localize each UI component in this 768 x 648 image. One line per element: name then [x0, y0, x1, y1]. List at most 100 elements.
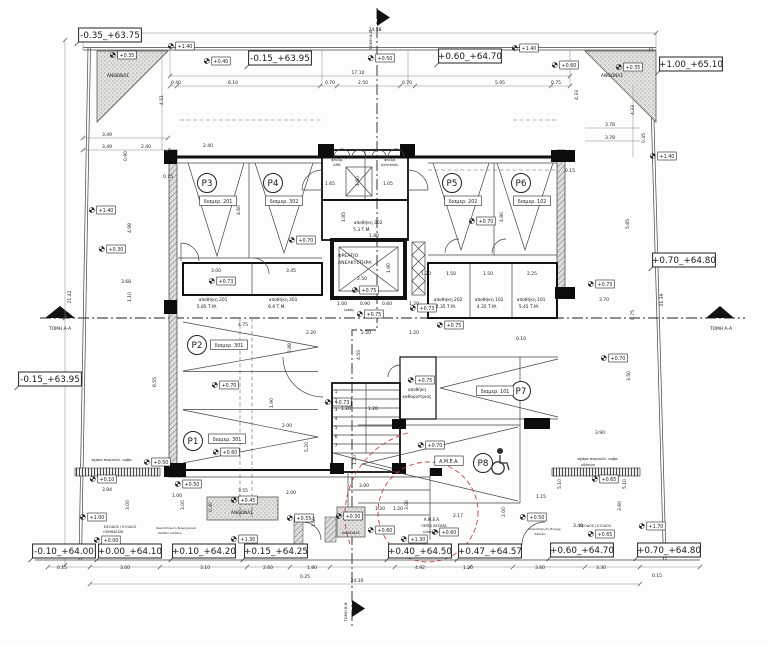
svg-text:-0.15_+63.95: -0.15_+63.95: [250, 54, 310, 64]
dimension-text: 1.85: [341, 212, 347, 222]
dim-tick: [62, 562, 68, 568]
svg-text:+0.10: +0.10: [100, 477, 115, 483]
level-label: +0.73: [208, 276, 236, 286]
benchmark-icon: [409, 305, 416, 311]
dimension-text: 0.40: [171, 80, 181, 86]
dimension-text: 4.98: [127, 223, 133, 233]
dim-tick: [567, 73, 573, 79]
benchmark-icon: [211, 382, 218, 388]
dim-tick: [87, 581, 93, 587]
level-label: +0.70: [600, 353, 628, 363]
dimension-text: 0.60: [382, 301, 392, 307]
svg-text:διαμερ. 302: διαμερ. 302: [270, 199, 299, 205]
parking-space-label: P8: [473, 453, 493, 473]
dimension-text: 1.00: [172, 493, 182, 499]
dimension-text: 5.95: [495, 80, 505, 86]
dimension-text: 3.49: [102, 144, 112, 150]
benchmark-icon: [417, 442, 424, 448]
svg-text:+0.00: +0.00: [104, 538, 119, 544]
benchmark-icon: [167, 43, 174, 49]
benchmark-icon: [615, 64, 622, 70]
elevation-label: +0.40_+64.50: [384, 543, 452, 563]
elevation-label: +0.70_+64.80: [633, 542, 701, 562]
dimension-text: 6.55: [152, 377, 158, 387]
dim-tick: [167, 83, 173, 89]
apartment-label: Α.Μ.Ε.Α.: [434, 455, 464, 466]
annotations: -0.35_+63.75 -0.15_+63.95 +0.60_+64.70 +1.0…: [14, 27, 732, 623]
dimension-text: 0.25: [300, 574, 310, 580]
building-walls: [168, 149, 570, 540]
svg-text:+0.35: +0.35: [626, 65, 641, 71]
note-text: ΑΝΘΩΝΑΣ: [231, 510, 253, 516]
svg-text:+0.70: +0.70: [222, 383, 237, 389]
benchmark-icon: [591, 476, 598, 482]
apartment-label: διαμερ. 302: [265, 195, 303, 206]
dimension-text: 0.15: [163, 174, 173, 180]
level-label: +1.40: [511, 43, 539, 53]
dimension-text: 1.20: [463, 565, 473, 571]
level-label: +0.00: [93, 535, 121, 545]
section-lines: [40, 8, 745, 628]
level-label: +1.70: [638, 521, 666, 531]
dimension-text: 1.15: [536, 494, 546, 500]
parking-space-label: P5: [442, 173, 462, 193]
level-label: +0.75: [356, 309, 384, 319]
svg-text:+1.70: +1.70: [649, 524, 664, 530]
dimension-text: 3.00: [180, 500, 186, 510]
dimension-text: 0.75: [551, 80, 561, 86]
parking-space-label: P7: [511, 381, 531, 401]
dimension-text: 21.39: [659, 293, 665, 306]
benchmark-icon: [324, 399, 331, 405]
svg-text:+0.73: +0.73: [420, 306, 435, 312]
dimension-text: 0.70: [402, 80, 412, 86]
dim-tick: [637, 564, 643, 570]
dimension-text: 5.85: [625, 219, 631, 229]
dimension-text: 3.45: [286, 268, 296, 274]
turning-radius-arcs: [344, 432, 479, 563]
note-text: πλακόστρωτο βιομηχανικό: [156, 526, 197, 530]
note-text: αποθήκη 102: [475, 296, 504, 303]
dimension-text: 3.60: [535, 565, 545, 571]
svg-text:+1.40: +1.40: [178, 44, 193, 50]
elevation-label: +0.10_+64.20: [168, 543, 236, 563]
benchmark-icon: [208, 278, 215, 284]
dim-tick: [287, 564, 293, 570]
svg-text:+0.60_+64.70: +0.60_+64.70: [550, 546, 614, 556]
svg-text:διαμερ. 202: διαμερ. 202: [449, 199, 478, 205]
svg-text:P1: P1: [188, 437, 199, 447]
svg-text:+0.50: +0.50: [378, 56, 393, 62]
level-label: +0.55: [286, 513, 314, 523]
dimension-text: 3.00: [125, 500, 131, 510]
level-label: +0.60: [212, 447, 240, 457]
level-label: +1.40: [167, 41, 195, 51]
dimension-text: 21.42: [67, 290, 73, 303]
note-text: ramp access: [421, 523, 446, 528]
dimension-text: 1.20: [341, 406, 351, 412]
level-label: +0.30: [98, 244, 126, 254]
dimension-text: 0.70: [325, 80, 335, 86]
level-label: +0.45: [230, 495, 258, 505]
dimension-text: 3.90: [595, 430, 605, 436]
dim-tick: [637, 581, 643, 587]
benchmark-icon: [174, 481, 181, 487]
svg-text:P7: P7: [516, 387, 527, 397]
note-text: καθαριστριας: [402, 394, 432, 399]
dimension-text: 0.75: [630, 310, 636, 320]
svg-text:P4: P4: [268, 179, 279, 189]
note-text: 5.85 Τ.Μ.: [197, 304, 217, 310]
svg-text:+0.00_+64.10: +0.00_+64.10: [98, 547, 162, 557]
dimension-text: 3.50: [626, 371, 632, 381]
svg-text:+1.00_+65.10: +1.00_+65.10: [659, 60, 723, 70]
note-text: ΑΝΘΩΝΑΣ: [107, 73, 129, 79]
dimension-text: 3.10: [200, 565, 210, 571]
dimension-text: 3.49: [102, 132, 112, 138]
benchmark-icon: [230, 536, 237, 542]
note-text: Α.Μ.Ε.Α.: [424, 517, 441, 522]
svg-text:+0.15_+64.25: +0.15_+64.25: [244, 547, 308, 557]
svg-text:+0.75: +0.75: [418, 378, 433, 384]
svg-text:+0.60: +0.60: [378, 528, 393, 534]
elevation-label: -0.35_+63.75: [74, 27, 142, 47]
svg-text:+0.50: +0.50: [154, 460, 169, 466]
benchmark-icon: [89, 476, 96, 482]
dimension-text: 6.10: [228, 80, 238, 86]
